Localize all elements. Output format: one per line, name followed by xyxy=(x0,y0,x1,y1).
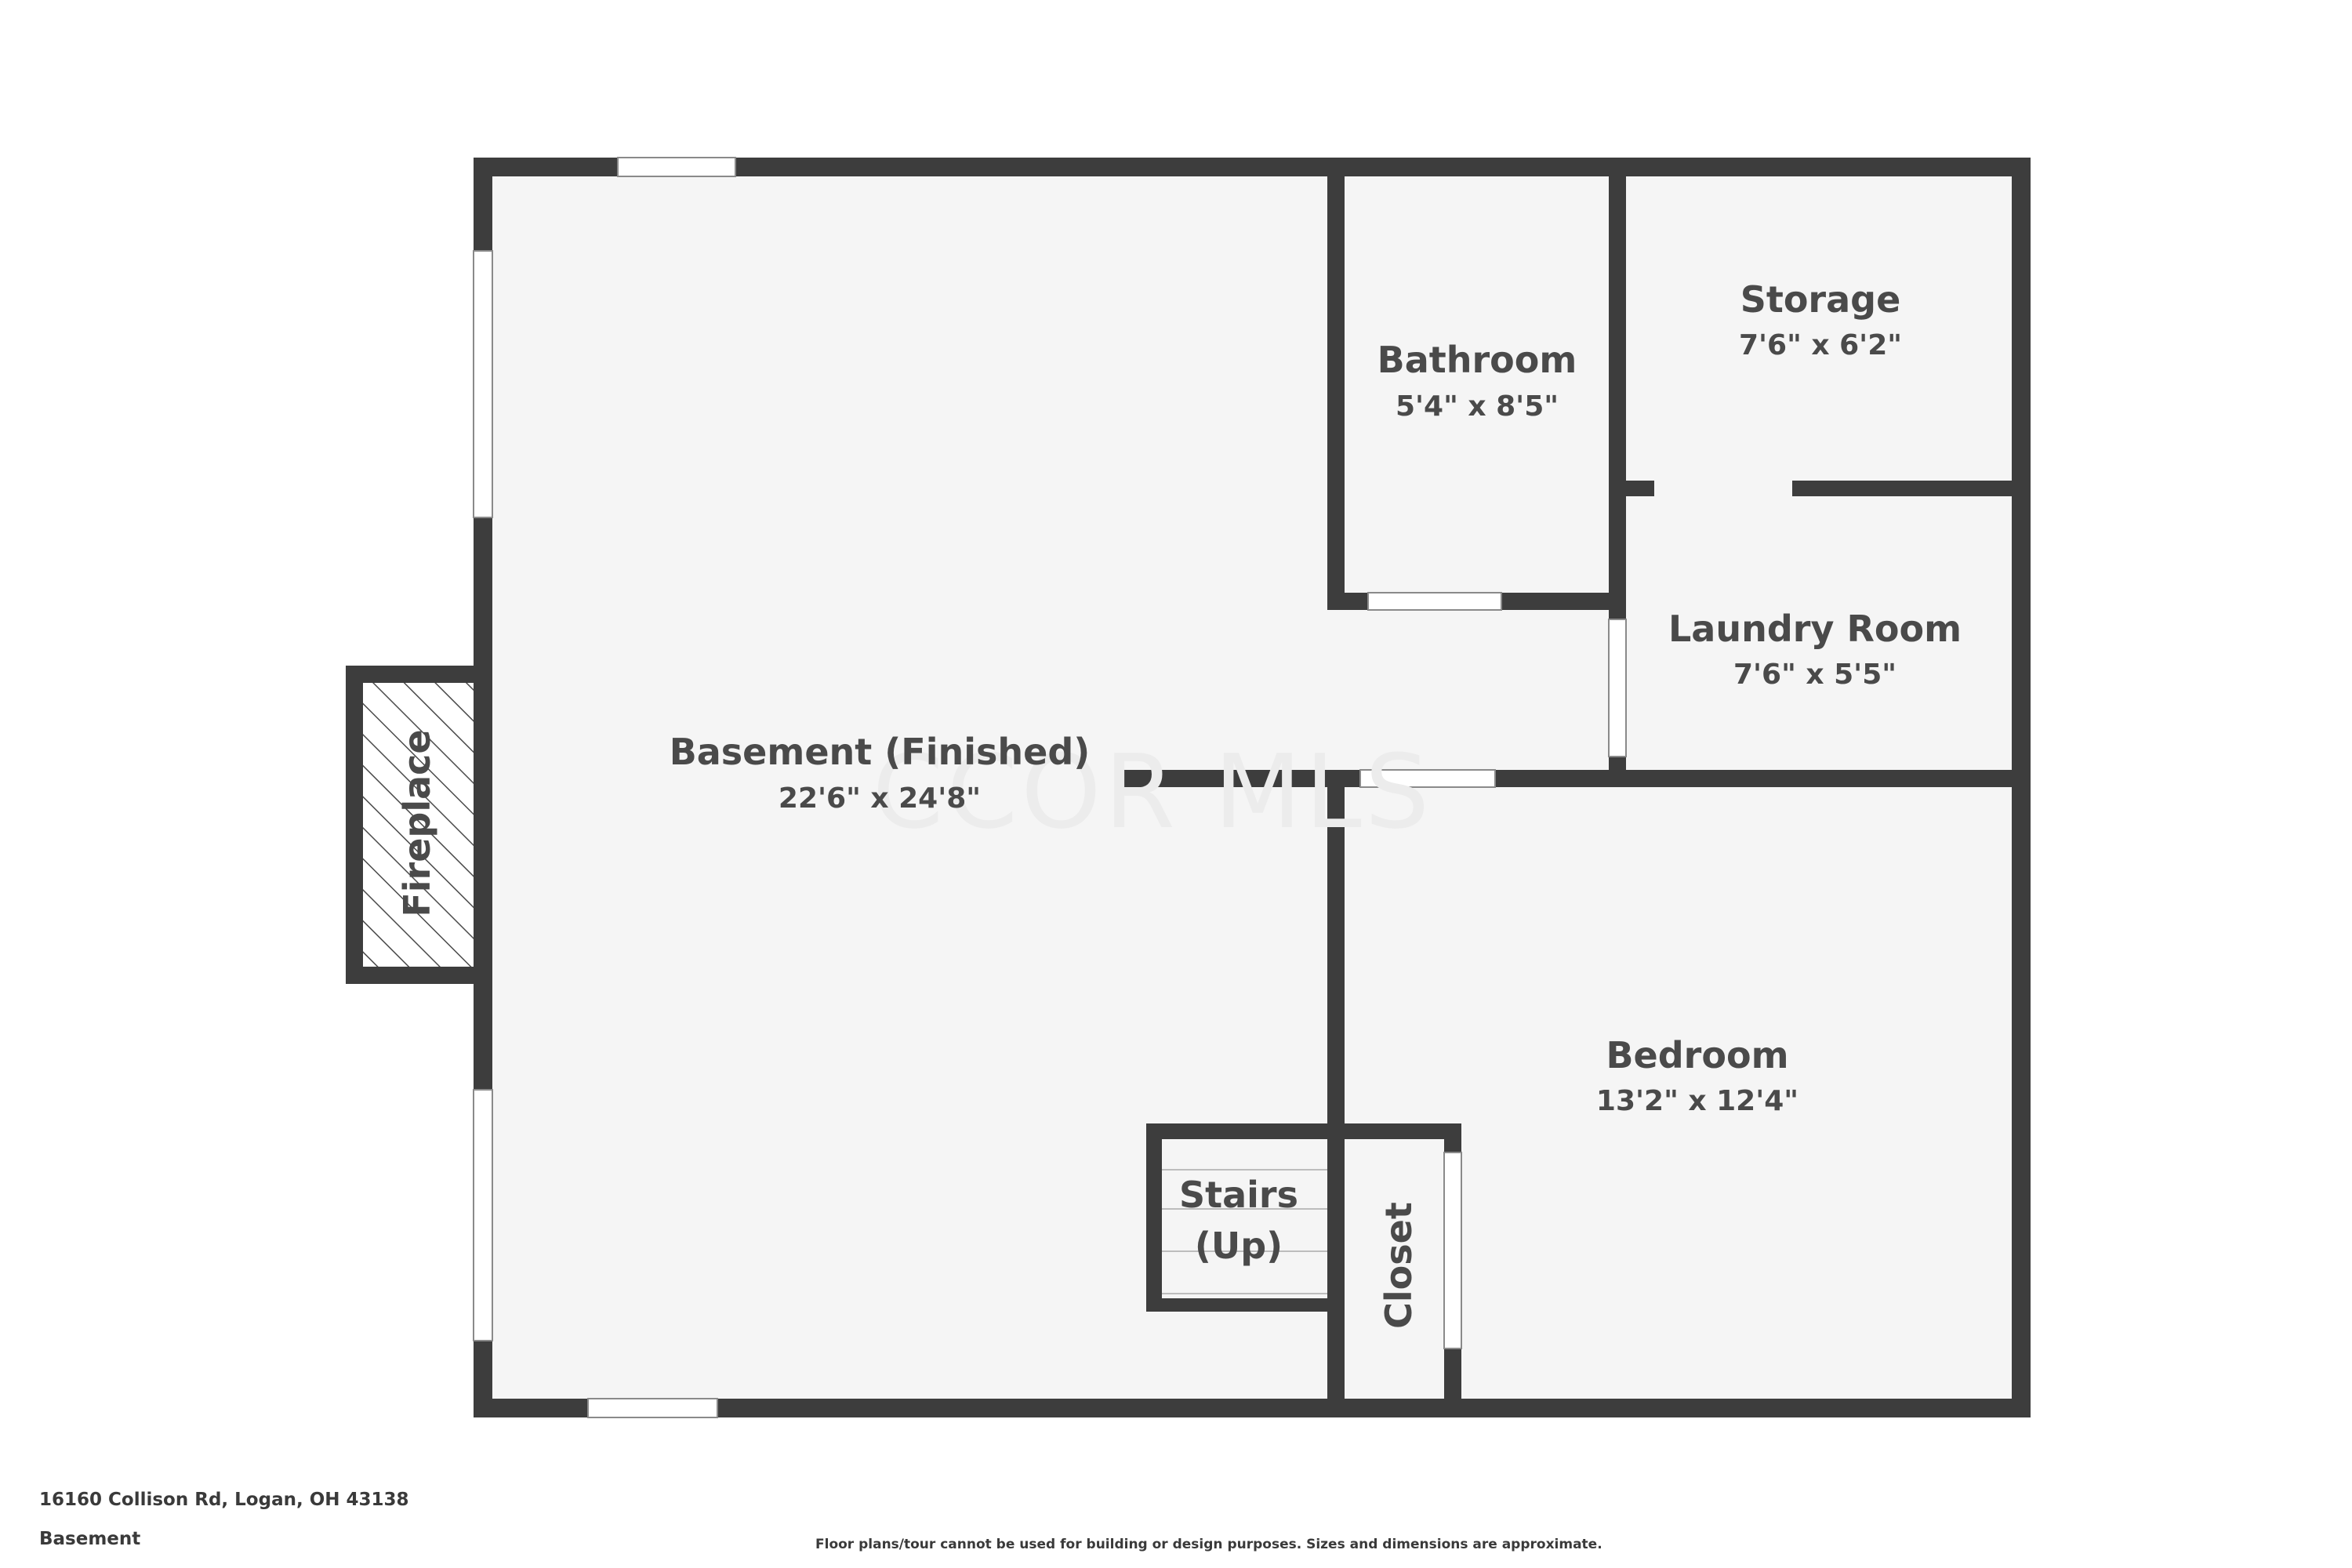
laundry-dimensions: 7'6" x 5'5" xyxy=(1733,659,1896,691)
door-openings xyxy=(1654,479,1792,498)
wall-bathroom-left xyxy=(1327,167,1345,610)
window-left-upper xyxy=(473,250,493,518)
bedroom-door xyxy=(1359,769,1496,788)
window-bottom xyxy=(587,1398,718,1418)
laundry-label: Laundry Room xyxy=(1668,608,1962,650)
wall-bathroom-right xyxy=(1609,167,1626,610)
wall-right xyxy=(2012,158,2031,1417)
stair-treads xyxy=(1162,1169,1327,1294)
closet-label: Closet xyxy=(1377,1202,1420,1329)
fireplace-label: Fireplace xyxy=(396,729,438,916)
stairs-label: Stairs xyxy=(1179,1174,1298,1216)
bathroom-dimensions: 5'4" x 8'5" xyxy=(1396,390,1559,423)
window-top xyxy=(617,157,736,177)
bedroom-dimensions: 13'2" x 12'4" xyxy=(1596,1085,1798,1117)
basement-label: Basement (Finished) xyxy=(670,731,1091,773)
laundry-door xyxy=(1608,619,1627,757)
floor-level-label: Basement xyxy=(39,1529,141,1549)
windows xyxy=(473,157,1627,1418)
storage-label: Storage xyxy=(1740,278,1901,321)
bathroom-label: Bathroom xyxy=(1377,339,1577,381)
watermark: CCOR MLS xyxy=(873,732,1433,851)
wall-stairs-bottom xyxy=(1146,1298,1345,1312)
bedroom-label: Bedroom xyxy=(1606,1034,1788,1076)
property-address: 16160 Collison Rd, Logan, OH 43138 xyxy=(39,1490,409,1510)
wall-bedroom-left xyxy=(1327,770,1345,1407)
wall-bottom xyxy=(474,1399,2031,1417)
storage-doorway xyxy=(1654,479,1792,498)
window-left-lower xyxy=(473,1089,493,1341)
wall-closet-top xyxy=(1146,1123,1461,1139)
disclaimer: Floor plans/tour cannot be used for buil… xyxy=(815,1537,1602,1552)
closet-door xyxy=(1443,1152,1462,1349)
basement-dimensions: 22'6" x 24'8" xyxy=(779,782,981,815)
stairs-direction-label: (Up) xyxy=(1195,1225,1283,1267)
wall-stairs-left xyxy=(1146,1123,1162,1312)
storage-dimensions: 7'6" x 6'2" xyxy=(1739,329,1902,361)
bathroom-door xyxy=(1367,592,1502,611)
